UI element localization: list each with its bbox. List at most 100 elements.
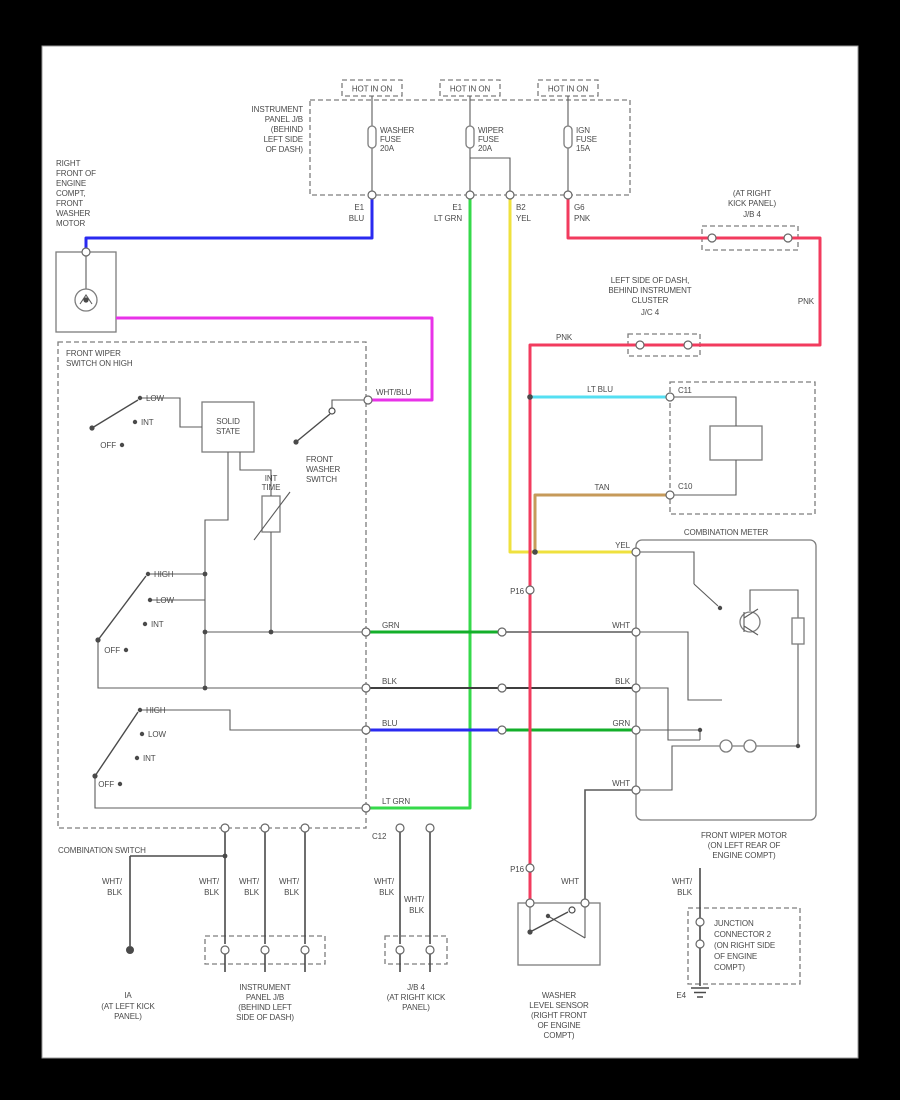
- contact: [137, 707, 143, 713]
- connector-id: C10: [678, 482, 693, 491]
- washer-switch-label: SWITCH: [306, 475, 337, 484]
- connector: [367, 190, 377, 200]
- wire-color-label: BLK: [615, 677, 631, 686]
- combination-switch-label: COMBINATION SWITCH: [58, 846, 146, 855]
- pin-label: E1: [452, 203, 462, 212]
- connector: [363, 395, 373, 405]
- junction-dot: [532, 549, 538, 555]
- wire-color-label: LT GRN: [382, 797, 410, 806]
- wire-color-label: BLK: [244, 888, 260, 897]
- connector: [695, 917, 705, 927]
- washer-switch-pivot: [293, 439, 299, 445]
- combination-meter-title: COMBINATION METER: [684, 528, 769, 537]
- transistor-icon: [739, 611, 761, 633]
- jb-top-label: (BEHIND: [271, 125, 304, 134]
- connector: [505, 190, 515, 200]
- wire-color-label: WHT/: [374, 877, 395, 886]
- connector: [580, 898, 590, 908]
- connector: [81, 247, 91, 257]
- contact: [147, 597, 153, 603]
- connector: [631, 683, 641, 693]
- inline-connectors: [81, 190, 793, 955]
- pin-label: G6: [574, 203, 585, 212]
- wire-color-label: PNK: [556, 333, 573, 342]
- wire-color-label: TAN: [594, 483, 609, 492]
- junction-dot: [202, 685, 208, 691]
- drop-stubs: [224, 954, 431, 972]
- washer-fuse-label: 20A: [380, 144, 395, 153]
- solid-state-label: STATE: [216, 427, 240, 436]
- connector-id: P16: [510, 865, 525, 874]
- ground-label: PANEL): [114, 1012, 142, 1021]
- contact: [117, 781, 123, 787]
- connector: [425, 823, 435, 833]
- connector: [361, 683, 371, 693]
- wire-pnk: [528, 199, 822, 903]
- connector: [665, 490, 675, 500]
- switch-position: INT: [143, 754, 156, 763]
- wire-color-label: WHT/: [404, 895, 425, 904]
- washer-motor-label: FRONT OF: [56, 169, 96, 178]
- ground-label: (AT LEFT KICK: [101, 1002, 155, 1011]
- wiper-fuse-symbol: [465, 125, 475, 149]
- washer-motor-label: COMPT,: [56, 189, 86, 198]
- int-time-arrow: [253, 491, 291, 541]
- wire-color-label: LT BLU: [587, 385, 613, 394]
- connector: [300, 945, 310, 955]
- wire-color-label: GRN: [613, 719, 631, 728]
- wire-color-label: BLU: [382, 719, 398, 728]
- jb-top-label: PANEL J/B: [265, 115, 303, 124]
- junction-dot: [222, 853, 228, 859]
- switch-position: LOW: [148, 730, 166, 739]
- connector: [665, 392, 675, 402]
- wiper-motor-label: FRONT WIPER MOTOR: [701, 831, 787, 840]
- relay-internal-wiring: [670, 396, 737, 496]
- junction-dot: [202, 629, 208, 635]
- jb4-bottom-box: [384, 935, 448, 965]
- washer-motor-label: WASHER: [56, 209, 91, 218]
- switch-position: INT: [141, 418, 154, 427]
- connector: [683, 340, 693, 350]
- kick-panel-label: (AT RIGHT: [733, 189, 772, 198]
- connector: [395, 823, 405, 833]
- connector: [525, 898, 535, 908]
- wire-color-label: WHT/: [102, 877, 123, 886]
- kick-panel-label: KICK PANEL): [728, 199, 777, 208]
- connector: [361, 725, 371, 735]
- junction-dot: [202, 571, 208, 577]
- washer-motor-lead: [79, 252, 93, 305]
- ground-symbol-e4: [691, 987, 709, 998]
- transistor-legs: [743, 608, 759, 636]
- jb-bottom-label: SIDE OF DASH): [236, 1013, 294, 1022]
- wire-color-label: YEL: [615, 541, 630, 550]
- switch-position: LOW: [146, 394, 164, 403]
- meter-resistor: [791, 617, 805, 645]
- jb-top-label: INSTRUMENT: [252, 105, 304, 114]
- ground-wire-ia: [129, 855, 225, 946]
- connector: [361, 803, 371, 813]
- switch3-lever: [94, 711, 139, 777]
- switch-internal-wiring: [94, 397, 366, 809]
- sensor-label: (RIGHT FRONT: [531, 1011, 587, 1020]
- jc4-label: LEFT SIDE OF DASH,: [611, 276, 690, 285]
- ground-label: E4: [676, 991, 686, 1000]
- wiper-fuse-label: FUSE: [478, 135, 499, 144]
- wire-tan: [533, 493, 670, 552]
- connector: [361, 627, 371, 637]
- contact: [139, 731, 145, 737]
- washer-motor-dot: [83, 297, 89, 303]
- wire-color-label: WHT/: [239, 877, 260, 886]
- wire-color-label: WHT/: [199, 877, 220, 886]
- junction-dots: [202, 394, 801, 859]
- ground-label: IA: [124, 991, 132, 1000]
- wiper-switch-title: SWITCH ON HIGH: [66, 359, 133, 368]
- contact: [119, 442, 125, 448]
- connector: [695, 939, 705, 949]
- switch-position: OFF: [100, 441, 116, 450]
- jc4-label: J/C 4: [641, 308, 660, 317]
- hot-label: HOT IN ON: [352, 85, 393, 94]
- wire-color-label: BLK: [409, 906, 425, 915]
- washer-fuse-symbol: [367, 125, 377, 149]
- connector: [563, 190, 573, 200]
